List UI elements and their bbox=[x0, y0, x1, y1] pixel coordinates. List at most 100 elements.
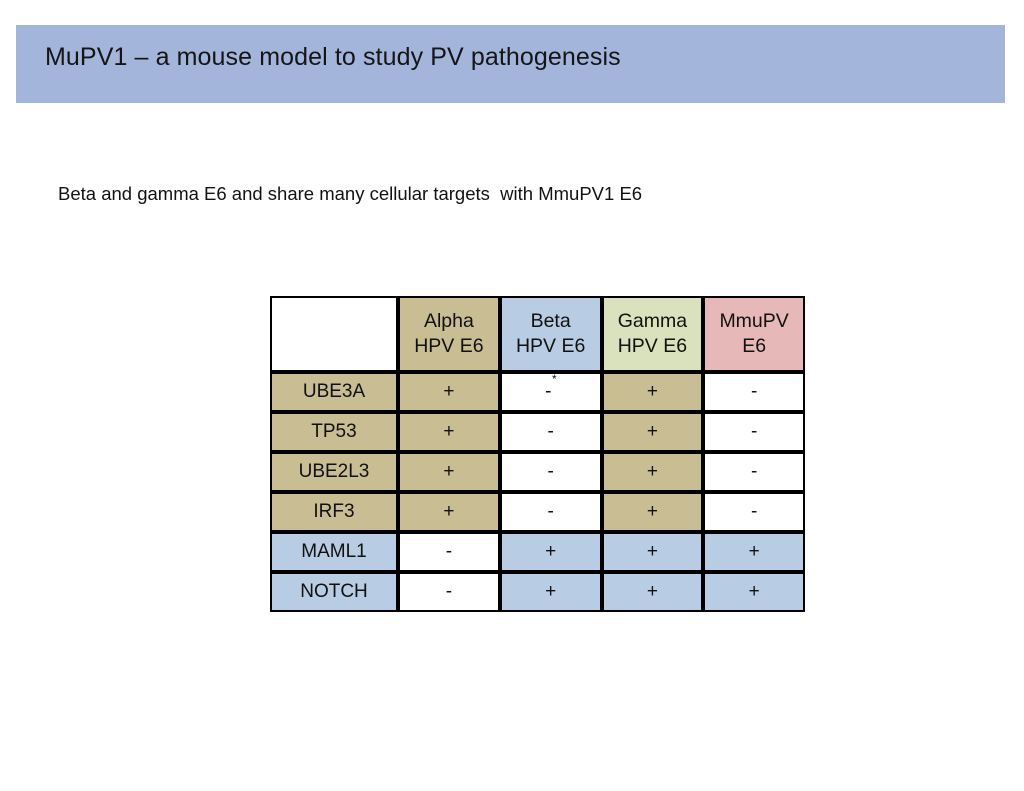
cell-value: + bbox=[545, 581, 557, 602]
cell-marker: - bbox=[547, 500, 553, 524]
table-cell: + bbox=[499, 532, 602, 572]
table-cell: - bbox=[703, 412, 805, 452]
cell-value: + bbox=[443, 461, 455, 482]
table-cell: + bbox=[499, 572, 602, 612]
cell-marker: + bbox=[647, 500, 658, 524]
table-cell: + bbox=[703, 572, 805, 612]
cell-marker: + bbox=[647, 380, 658, 404]
table-cell: - bbox=[703, 492, 805, 532]
table-cell: + bbox=[398, 452, 500, 492]
cell-value: + bbox=[646, 421, 658, 442]
column-header-line2: E6 bbox=[742, 335, 767, 357]
table-cell: + bbox=[601, 532, 704, 572]
cell-marker: + bbox=[749, 540, 760, 564]
column-header-line2: HPV E6 bbox=[515, 335, 586, 357]
table-row: TP53 + - + - bbox=[270, 412, 805, 452]
cell-value: + bbox=[443, 381, 455, 402]
cell-footnote-marker: * bbox=[551, 373, 557, 387]
table-corner-cell bbox=[270, 296, 398, 372]
cell-marker: + bbox=[647, 580, 658, 604]
table-cell: - bbox=[499, 452, 602, 492]
table-cell: - bbox=[703, 372, 805, 412]
cell-value: + bbox=[646, 381, 658, 402]
table-cell: + bbox=[398, 492, 500, 532]
table-cell: + bbox=[703, 532, 805, 572]
cell-marker: + bbox=[545, 540, 556, 564]
table-row: MAML1 - + + + bbox=[270, 532, 805, 572]
table-row: UBE3A+-*+- bbox=[270, 372, 805, 412]
column-header-line1: MmuPV bbox=[719, 310, 789, 332]
table-cell: -* bbox=[499, 372, 602, 412]
table-cell: - bbox=[398, 572, 500, 612]
column-header-line2: HPV E6 bbox=[414, 335, 484, 357]
row-label-irf3: IRF3 bbox=[270, 492, 398, 532]
cell-value: - bbox=[750, 381, 758, 402]
cell-marker: - bbox=[751, 500, 757, 524]
cell-value: + bbox=[646, 461, 658, 482]
row-label-tp53: TP53 bbox=[270, 412, 398, 452]
table-cell: - bbox=[499, 412, 602, 452]
table-cell: + bbox=[601, 572, 704, 612]
table-row: IRF3 + - + - bbox=[270, 492, 805, 532]
cell-value: + bbox=[748, 581, 760, 602]
cell-marker: - bbox=[547, 460, 553, 484]
cell-value: - bbox=[445, 541, 453, 562]
table-cell: - bbox=[398, 532, 500, 572]
cell-value: - bbox=[445, 581, 453, 602]
column-header-line1: Beta bbox=[530, 310, 571, 332]
cell-value: + bbox=[646, 501, 658, 522]
subtitle-text: Beta and gamma E6 and share many cellula… bbox=[58, 183, 643, 204]
page-title: MuPV1 – a mouse model to study PV pathog… bbox=[45, 43, 621, 71]
cell-marker: - bbox=[547, 420, 553, 444]
cell-marker: + bbox=[443, 500, 454, 524]
row-label-maml1: MAML1 bbox=[270, 532, 398, 572]
cell-value: + bbox=[646, 541, 658, 562]
cell-marker: + bbox=[443, 420, 454, 444]
table-cell: + bbox=[601, 372, 704, 412]
table-cell: + bbox=[601, 492, 704, 532]
table-cell: - bbox=[499, 492, 602, 532]
cell-marker: + bbox=[545, 580, 556, 604]
cell-value: - bbox=[545, 381, 552, 402]
row-label-ube2l3: UBE2L3 bbox=[270, 452, 398, 492]
cell-value: - bbox=[547, 461, 554, 482]
cell-value: - bbox=[547, 501, 554, 522]
cell-marker: + bbox=[647, 420, 658, 444]
table-cell: + bbox=[601, 412, 704, 452]
column-header-line2: HPV E6 bbox=[617, 335, 688, 357]
table-cell: + bbox=[398, 372, 500, 412]
cell-marker: + bbox=[647, 460, 658, 484]
cell-value: - bbox=[547, 421, 554, 442]
table-cell: + bbox=[398, 412, 500, 452]
cell-value: + bbox=[748, 541, 760, 562]
table-cell: + bbox=[601, 452, 704, 492]
cell-value: + bbox=[646, 581, 658, 602]
cell-marker: - bbox=[751, 420, 757, 444]
cell-value: - bbox=[750, 501, 758, 522]
table-row: UBE2L3 + - + - bbox=[270, 452, 805, 492]
table-cell: - bbox=[703, 452, 805, 492]
cell-value: + bbox=[545, 541, 557, 562]
cell-value: - bbox=[750, 421, 758, 442]
cell-marker: - bbox=[446, 540, 452, 564]
column-header-line1: Gamma bbox=[617, 310, 688, 332]
cell-marker: + bbox=[647, 540, 658, 564]
cell-marker: - bbox=[751, 460, 757, 484]
cell-value: + bbox=[443, 421, 455, 442]
cell-marker: - bbox=[446, 580, 452, 604]
column-header-mmupv: MmuPV E6 bbox=[703, 296, 805, 372]
cell-marker: -* bbox=[545, 374, 556, 404]
cell-marker: + bbox=[443, 380, 454, 404]
table-row: NOTCH-+++ bbox=[270, 572, 805, 612]
cell-value: + bbox=[443, 501, 455, 522]
cell-marker: + bbox=[749, 580, 760, 604]
row-label-ube3a: UBE3A bbox=[270, 372, 398, 412]
cell-value: - bbox=[750, 461, 758, 482]
